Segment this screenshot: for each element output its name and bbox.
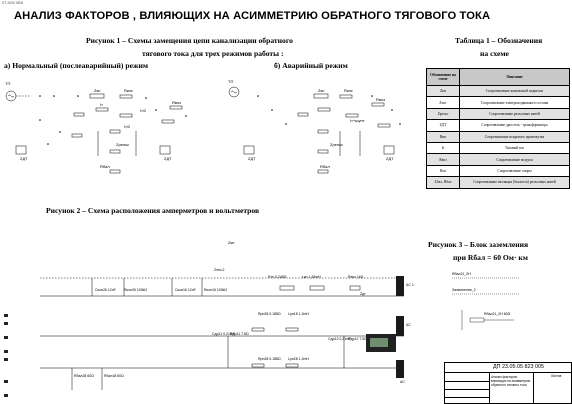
label-ac3: AC	[400, 380, 405, 384]
fig2-top-label: Zкп	[228, 240, 235, 245]
voltmeter-display	[366, 334, 396, 352]
label-rkon16: Rкон16 100kΩ	[204, 288, 228, 292]
page-title: АНАЛИЗ ФАКТОРОВ , ВЛИЯЮЩИХ НА АСИММЕТРИЮ…	[14, 10, 491, 22]
label-reps: Rэпс 1kΩ	[348, 275, 364, 279]
label-source-a: ТП	[5, 81, 11, 86]
fig2-caption: Рисунок 2 – Схема расположения амперметр…	[46, 206, 260, 215]
svg-text:Iт/2: Iт/2	[124, 124, 131, 129]
document-stamp: ST-3020 КВИ	[2, 1, 24, 5]
svg-text:ZДТ: ZДТ	[164, 156, 172, 161]
svg-text:Zрельс: Zрельс	[330, 142, 343, 147]
label-rkon26: Rкон26 100kΩ	[124, 288, 148, 292]
fig3-label-2: Заземление_2	[452, 288, 476, 292]
label-cdr12: Cдр12 0.21mF	[328, 337, 352, 341]
ammeter-ac1	[396, 276, 404, 296]
svg-text:Rвоз: Rвоз	[376, 97, 385, 102]
title-block-name: Анализ факторов, влияющих на асимметрию …	[491, 375, 531, 387]
label-ac1: AC 1	[406, 283, 414, 287]
label-rrp28-a: Rрп28 0.188Ω	[258, 312, 281, 316]
svg-text:Iт+шунт: Iт+шунт	[350, 118, 365, 123]
label-ac2: AC	[406, 323, 411, 327]
svg-text:ZДТ: ZДТ	[248, 156, 256, 161]
label-rbal28: Rбал28 60Ω	[74, 374, 94, 378]
label-zkp-a: Zкп	[94, 88, 100, 93]
svg-text:Zрельс: Zрельс	[116, 142, 129, 147]
svg-text:ZДТ: ZДТ	[20, 156, 28, 161]
label-rdr12: Rдр12 7.5Ω	[348, 337, 367, 341]
svg-text:Rвоз: Rвоз	[172, 100, 181, 105]
table-header-designation: Обозначение на схеме	[426, 68, 460, 86]
title-block-sheets: Листов	[551, 374, 562, 378]
svg-text:Rкпс: Rкпс	[124, 88, 133, 93]
svg-text:Zкп: Zкп	[318, 88, 324, 93]
fig3-title-line1: Рисунок 3 – Блок заземления	[428, 240, 529, 249]
label-lrp18: Lрп18 1.2mH	[288, 312, 309, 316]
label-rrp28-b: Rрп28 0.188Ω	[258, 357, 281, 361]
label-cdr11: Cдр11 0.21mF	[212, 332, 235, 336]
fig3-label-rbal: Rбал21_2H 60Ω	[484, 312, 511, 316]
svg-text:ZДТ: ZДТ	[386, 156, 394, 161]
fig3-title-line2: при Rбал = 60 Ом· км	[453, 253, 528, 262]
title-block-code: ДП 23.05.05 823 005	[493, 364, 544, 370]
label-ckon26: Cкон26 12nF	[95, 288, 116, 292]
ammeter-ac2	[396, 316, 404, 336]
label-zeps2: Zэпс,2	[214, 268, 225, 272]
fig3-label-1: Rбал21_2H	[452, 272, 471, 276]
label-rbal18: Rбал18 60Ω	[104, 374, 124, 378]
svg-text:Rбал: Rбал	[100, 164, 110, 169]
label-source-b: ТП	[228, 79, 234, 84]
fig1-caption-line2: тягового тока для трех режимов работы :	[142, 49, 284, 58]
svg-text:Iт/2: Iт/2	[140, 108, 147, 113]
label-rtp: Rтп 0.248Ω	[268, 275, 287, 279]
label-zdt: Zдт	[360, 292, 366, 296]
fig1-mode-a: а) Нормальный (послеаварийный) режим	[4, 61, 148, 70]
svg-text:Rбал: Rбал	[320, 164, 330, 169]
label-ckon16: Cкон16 12nF	[175, 288, 196, 292]
table1-title-line2: на схеме	[480, 49, 509, 58]
svg-text:Iт: Iт	[100, 102, 103, 107]
fig1-caption-line1: Рисунок 1 – Схемы замещения цепи канализ…	[86, 36, 293, 45]
label-lrp28: Lрп28 1.2mH	[288, 357, 309, 361]
label-rdr11: Rдр11 7.5Ω	[230, 332, 249, 336]
fig1-mode-b: б) Аварийный режим	[274, 61, 348, 70]
svg-text:Rкпс: Rкпс	[344, 88, 353, 93]
ammeter-ac3	[396, 360, 404, 378]
zkp-a-box	[89, 93, 105, 99]
source-symbol-b	[228, 86, 240, 98]
table1-title-line1: Таблица 1 – Обозначения	[455, 36, 543, 45]
table-header-description: Описание	[459, 68, 570, 86]
label-lkp: Lкп 1.45mH	[302, 275, 321, 279]
title-block: ДП 23.05.05 823 005 Анализ факторов, вли…	[444, 362, 572, 404]
